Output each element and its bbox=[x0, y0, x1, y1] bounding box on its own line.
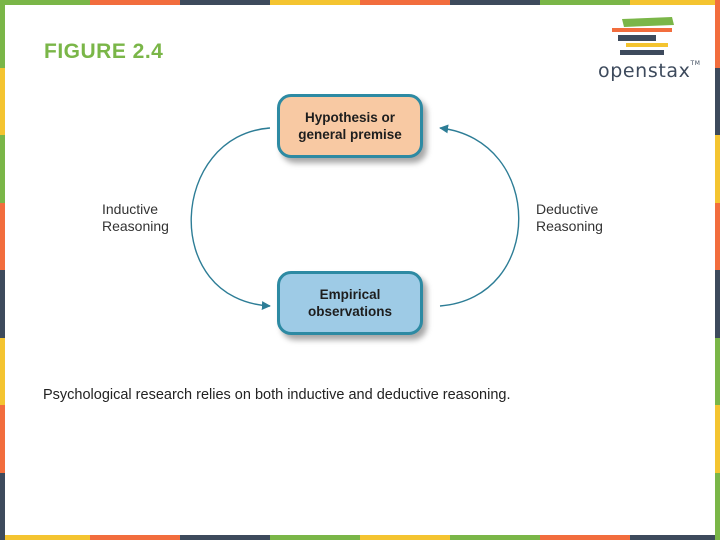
frame-stripe-segment bbox=[0, 67, 5, 135]
frame-stripe-segment bbox=[540, 0, 630, 5]
frame-stripe-segment bbox=[715, 67, 720, 135]
frame-stripe-segment bbox=[0, 0, 5, 68]
frame-right-stripe bbox=[715, 0, 720, 540]
frame-stripe-segment bbox=[270, 535, 360, 540]
frame-stripe-segment bbox=[450, 0, 540, 5]
frame-stripe-segment bbox=[630, 0, 720, 5]
inductive-reasoning-label: Inductive Reasoning bbox=[102, 201, 169, 234]
frame-stripe-segment bbox=[0, 337, 5, 405]
frame-stripe-segment bbox=[715, 270, 720, 338]
frame-stripe-segment bbox=[0, 0, 90, 5]
frame-stripe-segment bbox=[180, 535, 270, 540]
frame-stripe-segment bbox=[715, 472, 720, 540]
frame-stripe-segment bbox=[0, 472, 5, 540]
frame-top-stripe bbox=[0, 0, 720, 5]
observations-node: Empirical observations bbox=[277, 271, 423, 335]
frame-stripe-segment bbox=[715, 135, 720, 203]
openstax-logo: openstaxTM bbox=[596, 16, 702, 86]
frame-stripe-segment bbox=[0, 135, 5, 203]
deductive-arrow bbox=[439, 124, 520, 307]
hypothesis-label: Hypothesis or general premise bbox=[298, 110, 402, 142]
book-stack-icon bbox=[612, 17, 674, 55]
frame-stripe-segment bbox=[715, 202, 720, 270]
frame-stripe-segment bbox=[0, 270, 5, 338]
frame-stripe-segment bbox=[360, 0, 450, 5]
deductive-reasoning-label: Deductive Reasoning bbox=[536, 201, 603, 234]
wordmark-text: openstax bbox=[598, 60, 691, 82]
observations-label: Empirical observations bbox=[307, 287, 393, 319]
frame-stripe-segment bbox=[0, 202, 5, 270]
inductive-arrow bbox=[190, 127, 271, 311]
frame-stripe-segment bbox=[270, 0, 360, 5]
frame-stripe-segment bbox=[360, 535, 450, 540]
frame-stripe-segment bbox=[0, 405, 5, 473]
figure-label: FIGURE 2.4 bbox=[44, 40, 164, 63]
frame-stripe-segment bbox=[540, 535, 630, 540]
frame-stripe-segment bbox=[630, 535, 720, 540]
hypothesis-node: Hypothesis or general premise bbox=[277, 94, 423, 158]
frame-stripe-segment bbox=[715, 405, 720, 473]
frame-stripe-segment bbox=[90, 0, 180, 5]
frame-stripe-segment bbox=[715, 0, 720, 68]
frame-left-stripe bbox=[0, 0, 5, 540]
trademark: TM bbox=[690, 60, 701, 67]
figure-caption: Psychological research relies on both in… bbox=[43, 387, 511, 403]
frame-bottom-stripe bbox=[0, 535, 720, 540]
frame-stripe-segment bbox=[450, 535, 540, 540]
frame-stripe-segment bbox=[90, 535, 180, 540]
frame-stripe-segment bbox=[715, 337, 720, 405]
openstax-wordmark: openstaxTM bbox=[598, 60, 701, 82]
frame-stripe-segment bbox=[180, 0, 270, 5]
frame-stripe-segment bbox=[0, 535, 90, 540]
